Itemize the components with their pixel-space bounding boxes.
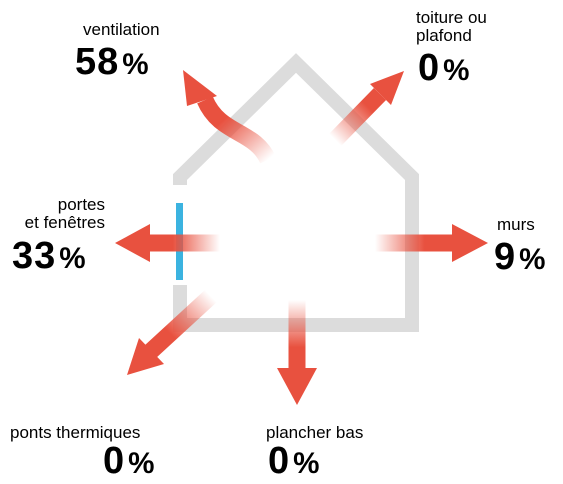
- doors-windows-arrow: [115, 224, 222, 262]
- doors-windows-label: portes et fenêtres: [24, 195, 105, 232]
- roof-value: 0%: [418, 47, 470, 89]
- ventilation-label: ventilation: [83, 20, 160, 39]
- roof-arrow: [328, 71, 404, 146]
- walls-value: 9%: [494, 236, 546, 278]
- floor-arrow: [277, 300, 317, 405]
- thermal-bridges-label: ponts thermiques: [10, 423, 141, 442]
- floor-value: 0%: [268, 440, 320, 482]
- walls-arrow: [375, 224, 488, 262]
- roof-label: toiture ou plafond: [416, 8, 487, 45]
- doors-windows-value: 33%: [12, 235, 86, 277]
- walls-label: murs: [497, 215, 535, 234]
- ventilation-value: 58%: [75, 41, 149, 83]
- floor-label: plancher bas: [266, 423, 364, 442]
- ventilation-arrow: [183, 70, 276, 165]
- thermal-bridges-arrow: [127, 288, 218, 375]
- thermal-bridges-value: 0%: [103, 440, 155, 482]
